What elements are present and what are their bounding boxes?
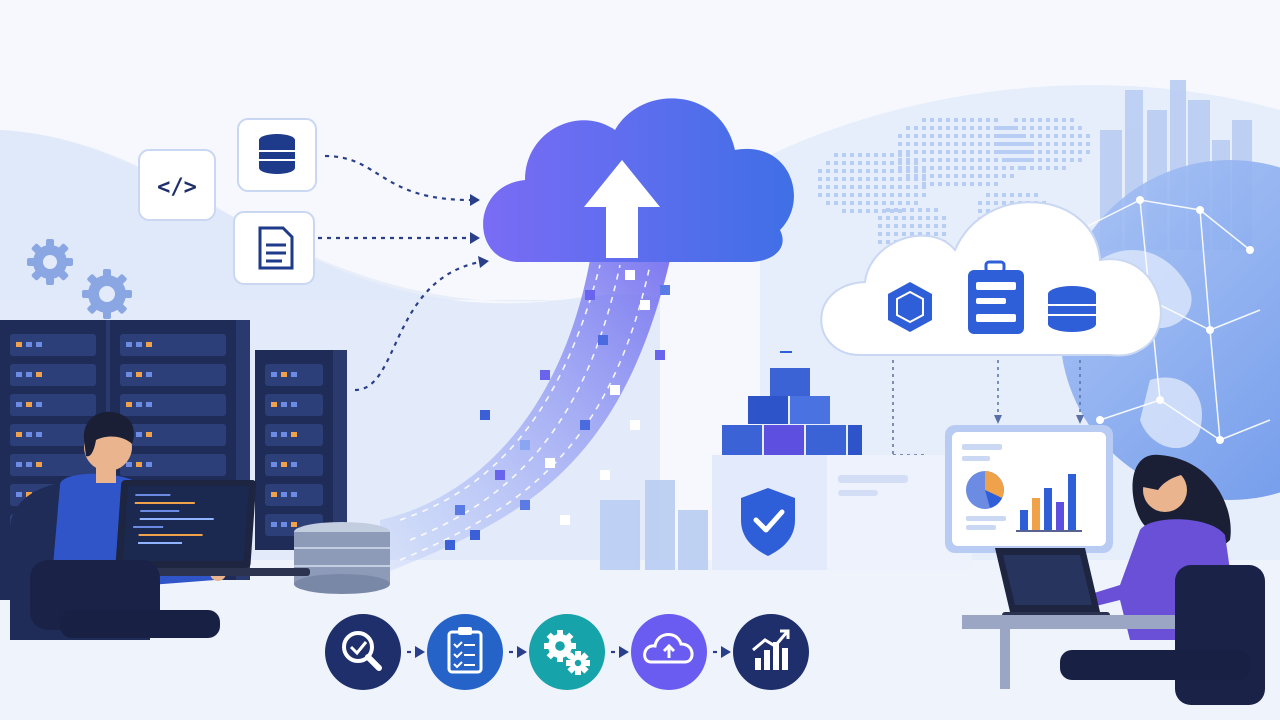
gears-icon bbox=[27, 239, 132, 319]
code-icon: </> bbox=[138, 149, 216, 221]
shield-check-icon bbox=[741, 488, 795, 556]
growth-chart-icon bbox=[733, 614, 809, 690]
upload-arrow-icon bbox=[584, 160, 660, 258]
database-stack bbox=[294, 522, 390, 594]
clipboard-checklist-icon bbox=[427, 614, 503, 690]
process-steps bbox=[325, 614, 809, 690]
server-rack-icon bbox=[968, 260, 1024, 334]
main-cloud bbox=[483, 98, 794, 262]
cube-stack bbox=[722, 351, 862, 455]
arrowheads bbox=[470, 194, 489, 268]
data-flow-arrows bbox=[318, 154, 481, 392]
desk-chair bbox=[30, 560, 220, 638]
database-icon bbox=[237, 118, 317, 192]
analyst-desk bbox=[962, 565, 1265, 705]
analytics-dashboard bbox=[945, 425, 1113, 553]
database-icon bbox=[1048, 286, 1096, 332]
developer-laptop bbox=[115, 480, 310, 576]
document-icon bbox=[233, 211, 315, 285]
cloud-upload-icon bbox=[631, 614, 707, 690]
hexagon-cube-icon bbox=[888, 282, 932, 332]
data-stream bbox=[380, 260, 670, 575]
svg-text:</>: </> bbox=[157, 175, 197, 200]
search-check-icon bbox=[325, 614, 401, 690]
gears-icon bbox=[529, 614, 605, 690]
